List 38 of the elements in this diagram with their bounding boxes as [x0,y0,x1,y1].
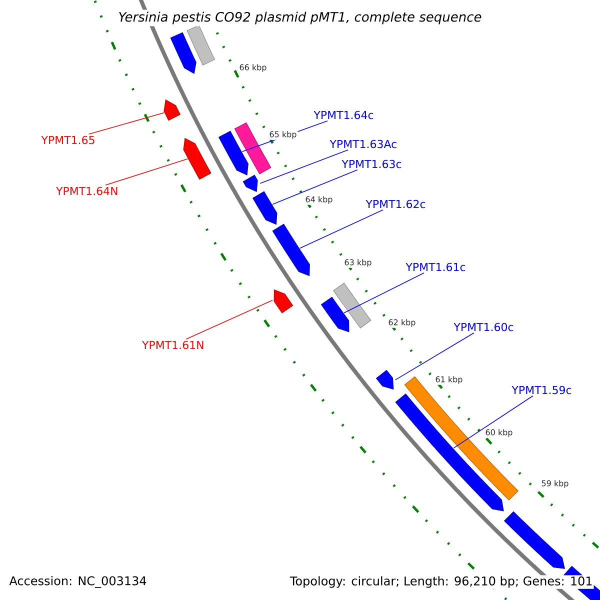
leader-line [394,332,474,380]
leader-line [260,149,348,184]
gene-label: YPMT1.63c [342,160,402,168]
leader-line [105,158,188,186]
leader-line [186,300,273,340]
gene-label: YPMT1.60c [454,322,514,332]
leader-line [300,209,384,249]
gene-feature [218,130,248,176]
tick-label: 65 kbp [268,130,298,140]
gene-feature [252,191,278,225]
tick-label: 64 kbp [304,195,334,205]
gene-feature [320,296,350,332]
tick-label: 59 kbp [540,479,570,489]
tick-label: 60 kbp [484,428,514,438]
tick-label: 62 kbp [387,318,417,328]
tick-label: 66 kbp [238,63,268,73]
gene-label: YPMT1.61N [142,340,204,350]
gene-feature [183,138,212,180]
leader-line [344,272,424,314]
gene-label: YPMT1.64c [314,110,374,120]
gene-label: YPMT1.62c [366,200,426,208]
tick-label: 63 kbp [343,258,373,268]
gene-label: YPMT1.65 [41,136,94,144]
gene-feature [170,32,196,74]
leader-line [88,112,164,135]
gene-feature [234,122,272,174]
gene-label: YPMT1.63Ac [330,140,396,148]
tick-label: 61 kbp [434,375,464,385]
title: Yersinia pestis CO92 plasmid pMT1, complete sequence [116,10,484,26]
sequence-info-note: Topology: circular; Length: 96,210 bp; Genes: 101 [288,575,594,589]
gene-label: YPMT1.61c [406,262,466,272]
gene-feature [274,289,294,314]
gene-feature [333,282,372,328]
accession-note: Accession: NC_003134 [8,575,148,589]
leader-line [272,169,358,205]
gene-label: YPMT1.64N [56,186,118,196]
gene-label: YPMT1.59c [512,386,572,394]
leader-line [453,395,534,448]
